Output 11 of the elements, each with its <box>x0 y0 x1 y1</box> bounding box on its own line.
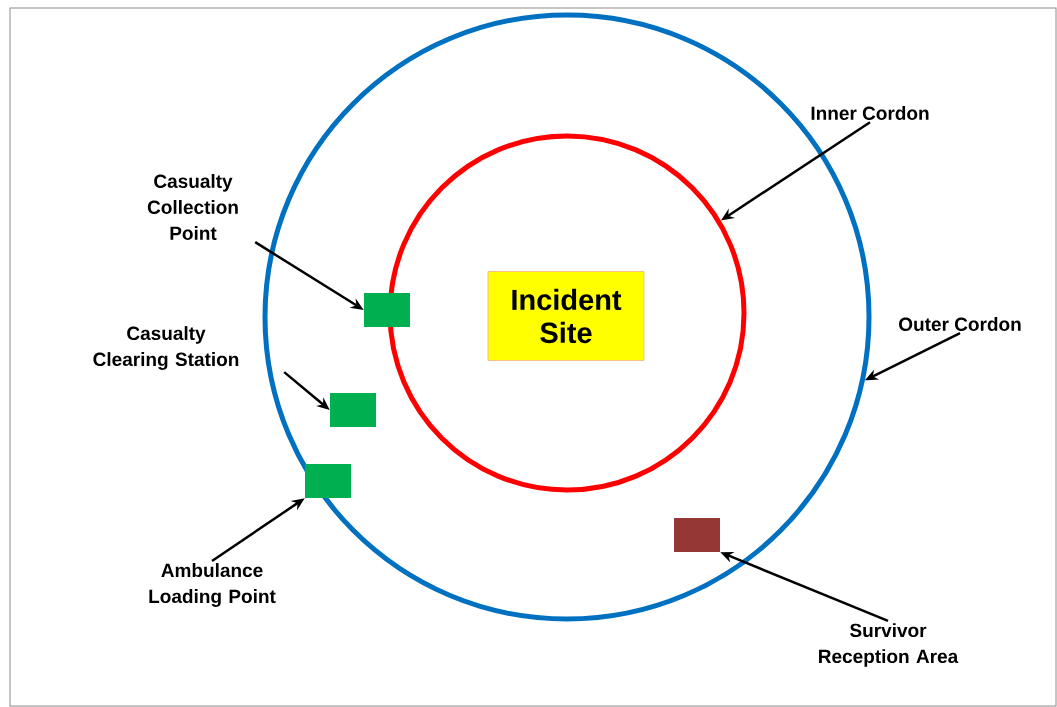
area-label: Ambulance Loading Point <box>149 563 276 607</box>
area-label: Survivor Reception Area <box>819 623 959 667</box>
cordon-label: Inner Cordon <box>811 106 929 120</box>
casualty-collection-point-marker <box>364 293 410 327</box>
area-label: Casualty Collection Point <box>147 174 238 240</box>
survivor-reception-area-marker <box>674 518 720 552</box>
cordon-label: Outer Cordon <box>899 317 1021 331</box>
inner-cordon-circle <box>387 133 747 493</box>
casualty-clearing-station-marker <box>330 393 376 427</box>
area-label: Casualty Clearing Station <box>93 326 239 370</box>
incident-site-box: Incident Site <box>487 271 645 361</box>
